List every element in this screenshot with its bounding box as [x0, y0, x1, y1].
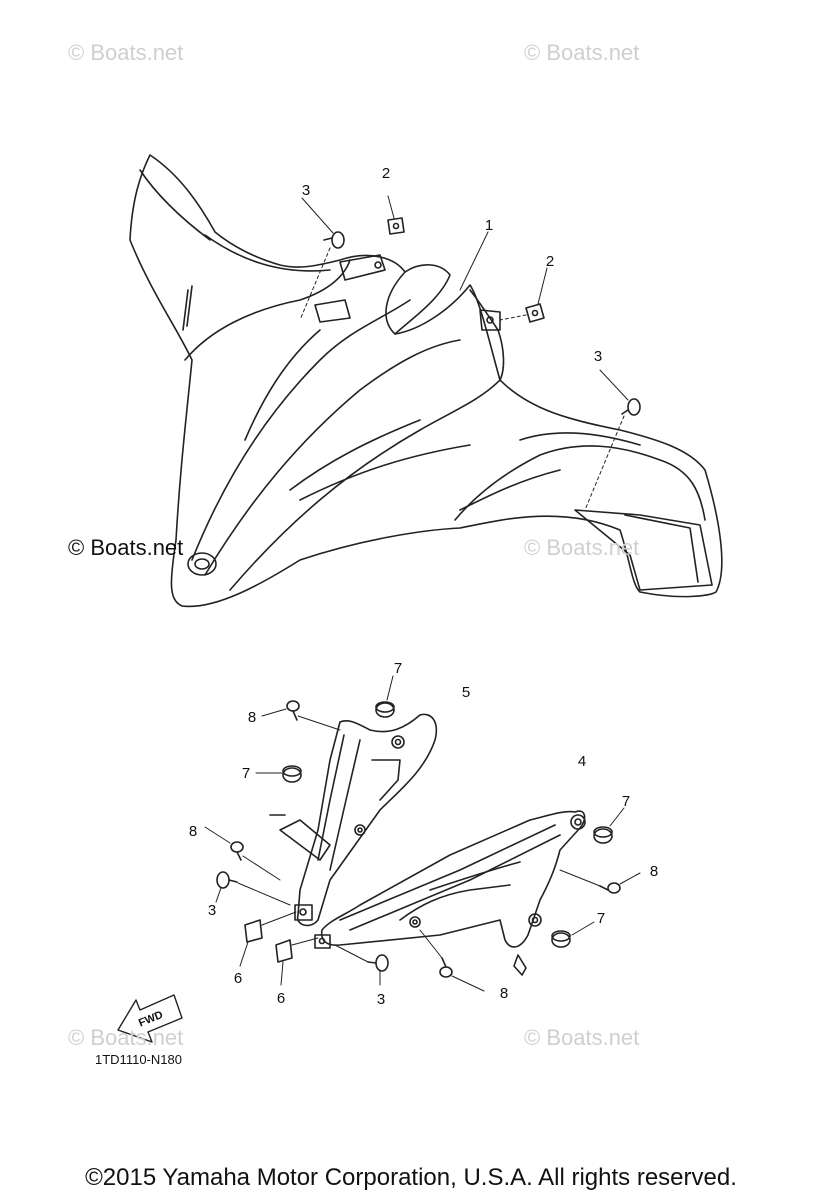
- callout-6-center: 6: [277, 990, 285, 1007]
- callout-6-left: 6: [234, 970, 242, 987]
- grommet-part-7-b: [255, 765, 302, 783]
- grommet-part-7-c: [593, 807, 625, 844]
- watermark-top-left: © Boats.net: [68, 40, 184, 65]
- callout-7-c: 7: [622, 793, 630, 810]
- copyright-notice: ©2015 Yamaha Motor Corporation, U.S.A. A…: [85, 1164, 737, 1191]
- clip-part-3-lower-center: [334, 944, 389, 986]
- callout-3-lower-left: 3: [208, 902, 216, 919]
- bolt-part-8-b: [204, 826, 281, 881]
- callout-2-right: 2: [546, 253, 554, 270]
- front-fender-part-1: [129, 154, 723, 608]
- grommet-part-7-a: [375, 675, 395, 718]
- bolt-part-8-a: [261, 700, 341, 731]
- callout-7-a: 7: [394, 660, 402, 677]
- nut-part-6-left: [239, 911, 297, 967]
- bolt-part-8-c: [559, 869, 641, 894]
- callout-3-lower-center: 3: [377, 991, 385, 1008]
- nut-part-2-right: [499, 267, 548, 323]
- watermark-center-right: © Boats.net: [524, 535, 640, 560]
- callout-5: 5: [462, 684, 470, 701]
- clip-part-3-right: [584, 369, 641, 511]
- watermark-bottom-left: © Boats.net: [68, 1025, 184, 1050]
- watermark-bottom-right: © Boats.net: [524, 1025, 640, 1050]
- callout-8-d: 8: [500, 985, 508, 1002]
- nut-part-2-upper: [387, 195, 405, 235]
- callout-7-d: 7: [597, 910, 605, 927]
- callout-7-b: 7: [242, 765, 250, 782]
- callout-8-b: 8: [189, 823, 197, 840]
- callout-1: 1: [485, 217, 493, 234]
- nut-part-6-center: [275, 937, 319, 986]
- watermark-center-left: © Boats.net: [68, 535, 184, 560]
- callout-3-right: 3: [594, 348, 602, 365]
- stay-part-5: [269, 713, 438, 927]
- callout-2-upper: 2: [382, 165, 390, 182]
- watermark-top-right: © Boats.net: [524, 40, 640, 65]
- callout-8-c: 8: [650, 863, 658, 880]
- callout-4: 4: [578, 753, 586, 770]
- fwd-arrow-icon: [117, 994, 183, 1043]
- stay-part-4: [314, 810, 586, 976]
- callout-8-a: 8: [248, 709, 256, 726]
- callout-3-upper: 3: [302, 182, 310, 199]
- grommet-part-7-d: [551, 921, 595, 948]
- bolt-part-8-d: [419, 929, 485, 992]
- clip-part-3-lower-left: [215, 871, 291, 906]
- diagram-code: 1TD1110-N180: [95, 1052, 182, 1067]
- clip-part-3-upper: [299, 197, 345, 321]
